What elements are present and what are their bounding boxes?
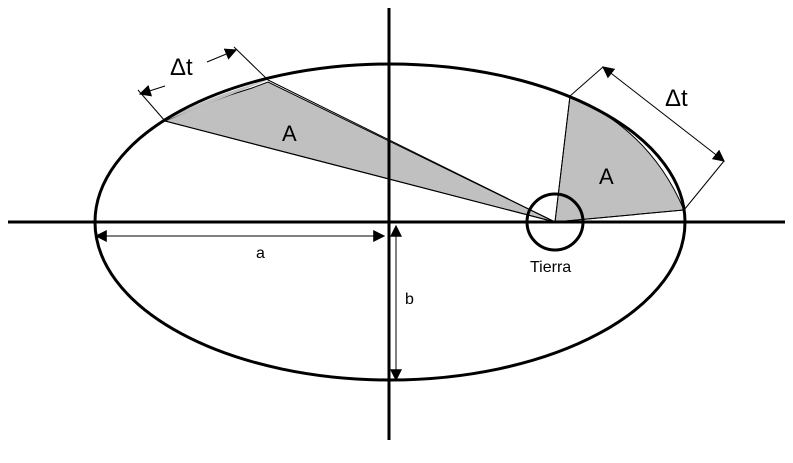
left-sector-arc [165,80,268,121]
right-dt-arrow [602,66,725,162]
area-label-left: A [282,121,297,146]
delta-t-label-left: Δt [170,54,193,81]
semi-minor-label: b [405,291,414,308]
delta-t-label-right: Δt [665,85,688,112]
right-dt-extension-1 [569,66,604,97]
right-sector-edge-1 [554,95,571,223]
left-dt-extension-1 [137,89,166,122]
earth-label: Tierra [530,259,571,276]
left-dt-arrow-lower [138,84,166,97]
left-sector-edge-1 [164,120,556,223]
right-dt-extension-2 [683,160,725,211]
left-dt-arrow-upper [206,48,238,63]
left-swept-sector [163,81,556,223]
semi-major-label: a [256,245,265,262]
earth-circle [525,192,585,252]
area-label-right: A [599,164,614,189]
left-dt-extension-2 [233,46,269,81]
right-sector-edge-2 [554,209,685,223]
left-sector-edge-2 [267,79,556,223]
